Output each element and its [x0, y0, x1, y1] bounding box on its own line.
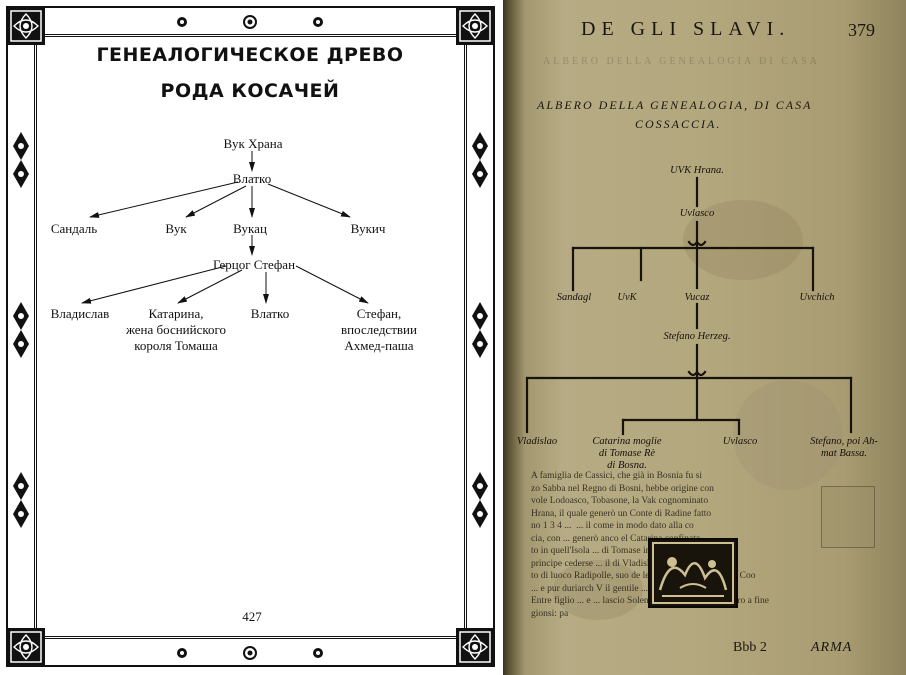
tree-node-uvk-hrana: UVK Hrana.	[670, 165, 724, 176]
tree-node-sandal: Сандаль	[50, 221, 98, 236]
corner-knot-ornament	[455, 627, 495, 667]
side-vine-ornament	[466, 300, 494, 360]
paper-stain	[553, 560, 643, 620]
paper-stain	[683, 200, 803, 280]
tree-node-uvlasco-2: Uvlasco	[722, 436, 758, 447]
italian-book-page: DE GLI SLAVI. 379 ALBERO DELLA GENEALOGI…	[503, 0, 906, 675]
russian-book-page: ГЕНЕАЛОГИЧЕСКОЕ ДРЕВО РОДА КОСАЧЕЙ Вук Х…	[6, 6, 495, 667]
tree-node-vlatko-2: Влатко	[250, 306, 290, 321]
genealogy-title-line-1: ALBERO DELLA GENEALOGIA, DI CASA	[537, 98, 813, 112]
tree-node-vuk-hrana: Вук Храна	[223, 136, 283, 151]
tree-node-stefano-herzeg: Stefano Herzeg.	[663, 331, 731, 342]
tree-node-text: короля Томаша	[134, 338, 218, 353]
tree-node-vucaz: Vucaz	[684, 292, 710, 303]
rosette-ornament	[310, 14, 326, 30]
tree-node-text: di Bosna.	[607, 460, 647, 471]
tree-node-stefano-ahmat: Stefano, poi Ah- mat Bassa.	[799, 436, 889, 460]
rosette-ornament	[174, 645, 190, 661]
tree-node-vladislav: Владислав	[50, 306, 110, 321]
family-tree-connectors	[81, 151, 369, 304]
page-number: 379	[848, 20, 875, 40]
side-vine-ornament	[466, 470, 494, 530]
signature-mark: Bbb 2	[733, 640, 767, 655]
tree-node-text: Ахмед-паша	[344, 338, 414, 353]
tree-node-uvlasco: Uvlasco	[679, 208, 715, 219]
tree-node-text: жена боснийского	[125, 322, 227, 337]
corner-knot-ornament	[6, 6, 46, 46]
tree-node-text: Катарина,	[148, 306, 204, 321]
rosette-ornament	[242, 645, 258, 661]
body-text-line: no 1 3 4 ... ... il come in modo dato al…	[531, 521, 694, 531]
tree-node-text: di Tomase Rè	[598, 448, 656, 459]
tree-node-vladislao: Vladislao	[516, 436, 558, 447]
running-header: DE GLI SLAVI.	[581, 18, 791, 40]
corner-knot-ornament	[6, 627, 46, 667]
ornamental-frame-inner	[34, 34, 467, 639]
tree-node-text: впоследствии	[341, 322, 417, 337]
side-illustration-box	[821, 486, 875, 548]
family-tree-lines	[525, 176, 853, 436]
side-vine-ornament	[7, 130, 35, 190]
tree-node-text: Stefano, poi Ah-	[810, 436, 878, 447]
rosette-ornament	[242, 14, 258, 30]
side-vine-ornament	[7, 470, 35, 530]
side-vine-ornament	[7, 300, 35, 360]
tree-node-text: mat Bassa.	[820, 448, 868, 459]
body-text-line: vole Lodoasco, Tobasone, la Vak cognomin…	[531, 496, 709, 506]
paper-stain	[733, 380, 843, 490]
rosette-ornament	[310, 645, 326, 661]
tree-node-sandagl: Sandagl	[556, 292, 592, 303]
body-text-line: A famiglia de Cassici, che già in Bosnia…	[531, 471, 702, 481]
tree-node-stefan-ahmed: Стефан, впоследствии Ахмед-паша	[330, 306, 428, 354]
tree-node-text: Стефан,	[356, 306, 402, 321]
body-text-line: gionsi: pa	[531, 608, 569, 619]
bleed-through-text: ALBERO DELLA GENEALOGIA DI CASA	[543, 56, 820, 67]
corner-knot-ornament	[455, 6, 495, 46]
tree-node-catarina: Catarina moglie di Tomase Rè di Bosna.	[581, 436, 673, 472]
catchword: ARMA	[811, 640, 853, 655]
page-title-line-2: РОДА КОСАЧЕЙ	[160, 80, 340, 102]
rosette-ornament	[174, 14, 190, 30]
page-title-line-1: ГЕНЕАЛОГИЧЕСКОЕ ДРЕВО	[96, 44, 404, 66]
tree-node-uvuk: UvK	[617, 292, 637, 303]
tree-node-vukac: Вукац	[233, 221, 267, 236]
body-text-line: Hrana, il quale generò un Conte di Radin…	[531, 508, 712, 519]
ornamental-frame-outer	[6, 6, 495, 667]
body-text-line: zo Sabba nel Regno di Bosni, hebbe origi…	[531, 483, 714, 494]
woodcut-ornament	[648, 538, 738, 608]
tree-node-katarina: Катарина, жена боснийского короля Томаша	[110, 306, 242, 354]
tree-node-uvchich: Uvchich	[799, 292, 835, 303]
tree-node-vukich: Вукич	[350, 221, 386, 236]
tree-node-herceg-stefan: Герцог Стефан	[212, 257, 296, 272]
page-number: 427	[242, 609, 262, 624]
tree-node-text: Catarina moglie	[592, 436, 662, 447]
tree-node-vuk: Вук	[165, 221, 187, 236]
side-vine-ornament	[466, 130, 494, 190]
genealogy-title-line-2: COSSACCIA.	[635, 117, 722, 131]
tree-node-vlatko: Влатко	[232, 171, 272, 186]
